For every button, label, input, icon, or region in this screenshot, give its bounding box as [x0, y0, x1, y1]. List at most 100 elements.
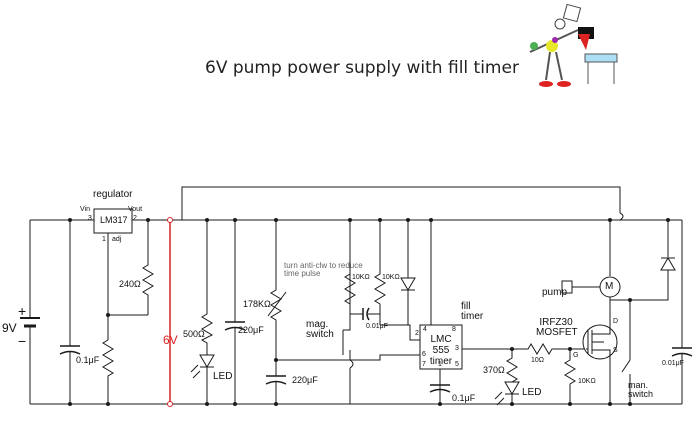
res-pulldown-zigzag [564, 349, 576, 404]
res-500-zigzag [200, 220, 214, 355]
ic-pin-8-label: 8 [452, 326, 456, 333]
cartoon-cone [578, 34, 590, 50]
res-pulldown-label: 10KΩ [578, 378, 596, 385]
led-2-triangle [504, 381, 520, 395]
led-1-triangle [199, 354, 215, 368]
flyback-triangle [660, 257, 676, 271]
res-gate-zigzag [512, 343, 570, 355]
node [510, 347, 514, 351]
pin-2-label: 2 [133, 215, 137, 222]
node [628, 298, 632, 302]
res-500-label: 500Ω [183, 329, 205, 339]
ic-output-wire [462, 348, 513, 358]
res-370-label: 370Ω [483, 365, 505, 375]
ic-pin-6-label: 6 [422, 351, 426, 358]
led-2-arrow-b [496, 397, 505, 406]
node [68, 218, 72, 222]
cap-001-plate-b [366, 307, 370, 321]
cap-ic-plate-bottom [429, 388, 451, 393]
wire-crossover [619, 212, 624, 221]
mosfet-label: IRFZ30 MOSFET [536, 317, 578, 338]
cartoon-shoe-a [539, 81, 553, 87]
led-1-arrow-a [190, 364, 199, 373]
node [106, 402, 110, 406]
ic-pin-1-label: 1 [438, 361, 442, 368]
drain-label: D [613, 318, 619, 325]
trim-note-label: turn anti-clw to reduce time pulse [284, 261, 363, 279]
node [568, 402, 572, 406]
res-10k-a-label: 10KΩ [352, 274, 370, 281]
node [68, 402, 72, 406]
rail-voltage-label: 6V [163, 333, 178, 347]
fill-timer-label: fill timer [461, 301, 484, 322]
node [438, 402, 442, 406]
motor-label: M [605, 281, 614, 292]
adj-wire [107, 233, 148, 316]
cap-out-plate-bottom [671, 352, 693, 357]
cap-input-label: 0.1μF [76, 355, 100, 365]
pin-1-label: 1 [102, 236, 106, 243]
cartoon-leg-b [555, 51, 563, 81]
node [510, 402, 514, 406]
node [233, 218, 237, 222]
node [205, 402, 209, 406]
timer-supply-wire [181, 186, 621, 220]
node [608, 218, 612, 222]
node [348, 218, 352, 222]
node [406, 218, 410, 222]
trigger-wire [380, 324, 420, 341]
cap-6v-label: 220μF [238, 325, 264, 335]
led-1-label: LED [213, 371, 233, 382]
pump-label: pump [542, 287, 568, 298]
cartoon-dot [552, 37, 558, 43]
battery-plus-label: + [18, 303, 27, 319]
cap-input-plate-bottom [59, 350, 81, 355]
led-2-label: LED [522, 387, 542, 398]
cap-out-label: 0.01μF [662, 360, 684, 367]
res-240-zigzag [142, 220, 154, 315]
mag-switch-cross [349, 359, 354, 369]
flyback-wire-bottom [630, 270, 669, 301]
adj-label: adj [112, 236, 122, 243]
res-370-zigzag [506, 349, 518, 383]
node [628, 402, 632, 406]
node [146, 218, 150, 222]
res-240-label: 240Ω [119, 279, 141, 289]
regulator-box [93, 208, 133, 234]
man-switch-lever [621, 359, 631, 373]
6v-node-bottom [167, 401, 173, 407]
cartoon-green [530, 42, 538, 50]
gate-label: G [573, 352, 579, 359]
diode-triangle [400, 277, 416, 291]
ic-pin-5-label: 5 [455, 361, 459, 368]
pump-cartoon-illustration [529, 3, 618, 87]
timer-ic-box [419, 324, 463, 370]
res-10k-b-label: 10KΩ [382, 274, 400, 281]
ic-pin-2-label: 2 [415, 330, 419, 337]
node [205, 218, 209, 222]
node [378, 218, 382, 222]
man-switch-label: man. switch [628, 380, 654, 400]
node [233, 402, 237, 406]
timer-ic-label: LMC 555 timer [429, 334, 453, 367]
trim-arrow [267, 291, 287, 317]
res-gate-label: 10Ω [531, 357, 545, 364]
threshold-wire [276, 354, 410, 361]
vin-label: Vin [80, 206, 90, 213]
cartoon-leg-a [545, 51, 551, 81]
node [274, 218, 278, 222]
vout-label: Vout [128, 206, 143, 213]
res-trim-label: 178KΩ [243, 299, 271, 309]
6v-node-top [167, 217, 173, 223]
ic-pin-3-label: 3 [455, 345, 459, 352]
cap-timing-plate-bottom [265, 380, 287, 385]
res-10k-a-zigzag [344, 220, 356, 320]
node [666, 218, 670, 222]
source-label: S [613, 347, 618, 354]
mosfet-drain-lead [592, 300, 611, 335]
battery-minus-label: − [18, 333, 27, 349]
pin-3-label: 3 [88, 215, 92, 222]
cap-ic-label: 0.1μF [452, 393, 476, 403]
node [568, 347, 572, 351]
